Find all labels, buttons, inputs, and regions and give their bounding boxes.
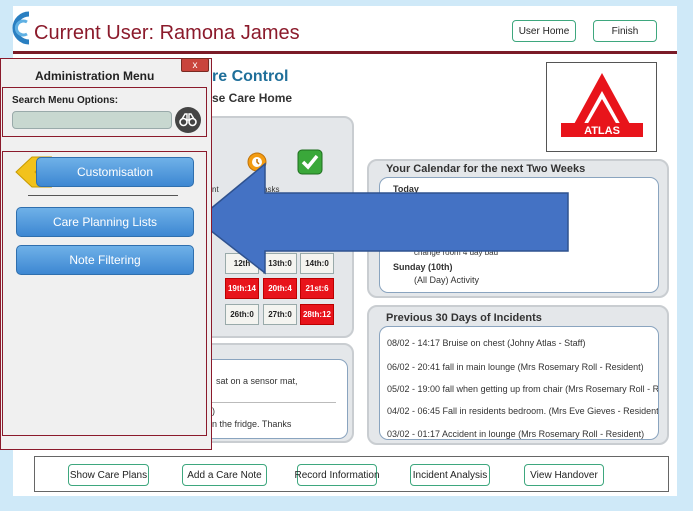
atlas-logo: ATLAS	[561, 73, 643, 137]
admin-menu-title: Administration Menu	[35, 69, 155, 83]
pointer-arrow	[195, 162, 569, 275]
incident-analysis-button[interactable]: Incident Analysis	[410, 464, 490, 486]
close-button[interactable]: x	[181, 58, 209, 72]
finish-button[interactable]: Finish	[593, 20, 657, 42]
incident-item[interactable]: 05/02 - 19:00 fall when getting up from …	[387, 384, 659, 394]
tasks-label: Tasks	[259, 185, 280, 194]
calendar-day-cell[interactable]: 20th:4	[263, 278, 297, 299]
calendar-day-cell[interactable]: 26th:0	[225, 304, 259, 325]
check-icon[interactable]	[297, 149, 323, 175]
incident-item[interactable]: 06/02 - 20:41 fall in main lounge (Mrs R…	[387, 362, 644, 372]
care-home-name: se Care Home	[212, 91, 293, 105]
calendar-day-cell[interactable]: 21st:6	[300, 278, 334, 299]
search-group	[2, 87, 207, 137]
handover-line: n the fridge. Thanks	[212, 419, 292, 429]
tasks-partial-label: nt	[212, 185, 219, 194]
incidents-panel-title: Previous 30 Days of Incidents	[386, 312, 542, 324]
menu-separator	[28, 195, 178, 196]
note-filtering-button[interactable]: Note Filtering	[16, 245, 194, 275]
search-label: Search Menu Options:	[12, 95, 119, 106]
page-title: re Control	[212, 68, 289, 85]
atlas-logo-text: ATLAS	[584, 125, 620, 137]
care-planning-lists-button[interactable]: Care Planning Lists	[16, 207, 194, 237]
user-home-button[interactable]: User Home	[512, 20, 576, 42]
header-divider	[13, 51, 677, 54]
app-logo-icon	[12, 11, 30, 45]
calendar-day-cell[interactable]: 28th:12	[300, 304, 334, 325]
show-care-plans-button[interactable]: Show Care Plans	[68, 464, 149, 486]
handover-panel	[190, 343, 354, 443]
atlas-logo-box: ATLAS	[546, 62, 657, 152]
incident-item[interactable]: 08/02 - 14:17 Bruise on chest (Johny Atl…	[387, 338, 586, 348]
add-care-note-button[interactable]: Add a Care Note	[182, 464, 267, 486]
calendar-day-cell[interactable]: 14th:0	[300, 253, 334, 274]
handover-divider	[212, 402, 336, 403]
close-icon: x	[192, 59, 198, 71]
calendar-day-heading: Sunday (10th)	[393, 262, 453, 272]
customisation-button[interactable]: Customisation	[36, 157, 194, 187]
current-user-title: Current User: Ramona James	[34, 22, 300, 44]
view-handover-button[interactable]: View Handover	[524, 464, 604, 486]
binoculars-icon	[179, 113, 197, 127]
search-button[interactable]	[175, 107, 201, 133]
calendar-today-label: Today	[393, 184, 419, 194]
handover-line: sat on a sensor mat,	[216, 376, 298, 386]
record-information-button[interactable]: Record Information	[294, 464, 380, 486]
incident-item[interactable]: 03/02 - 01:17 Accident in lounge (Mrs Ro…	[387, 429, 645, 439]
handover-line: )	[212, 406, 215, 416]
incidents-list: 08/02 - 14:17 Bruise on chest (Johny Atl…	[379, 326, 659, 440]
calendar-event: change room 4 day bad	[414, 248, 499, 257]
calendar-day-cell[interactable]: 19th:14	[225, 278, 259, 299]
search-input[interactable]	[12, 111, 172, 129]
menu-options-group	[2, 151, 207, 436]
calendar-panel-title: Your Calendar for the next Two Weeks	[386, 163, 586, 175]
calendar-day-cell[interactable]: 27th:0	[263, 304, 297, 325]
incident-item[interactable]: 04/02 - 06:45 Fall in residents bedroom.…	[387, 406, 659, 416]
calendar-event: (All Day) Activity	[414, 275, 480, 285]
